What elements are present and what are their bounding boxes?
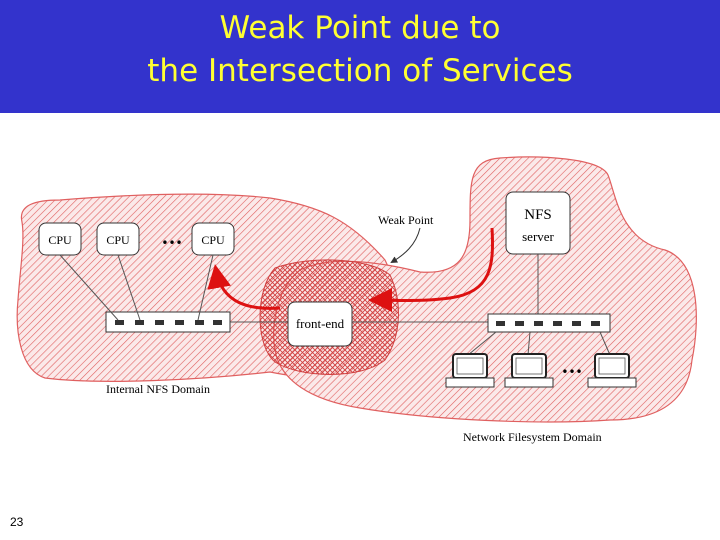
ws2-link	[527, 331, 531, 356]
slide-title-line-1: Weak Point due to	[219, 10, 501, 46]
weak-point-label: Weak Point	[378, 213, 434, 227]
ws3-link	[599, 331, 611, 356]
internal-domain-label: Internal NFS Domain	[106, 382, 210, 396]
ws1-link	[467, 331, 497, 356]
title-bar	[0, 0, 720, 113]
nfs-server-label-1: NFS	[524, 207, 552, 223]
cpu-node-3: CPU	[191, 222, 235, 256]
slide-number: 23	[10, 515, 24, 529]
workstation-2	[504, 353, 554, 388]
network-domain-label: Network Filesystem Domain	[463, 430, 602, 444]
cpu-label-1: CPU	[48, 233, 72, 247]
workstation-ellipsis: •••	[561, 365, 582, 379]
workstation-3	[587, 353, 637, 388]
arrow-frontend-to-cpu	[207, 264, 281, 310]
nfs-server-node: NFS server	[505, 191, 571, 255]
cpu-ellipsis: •••	[161, 236, 182, 250]
nfs-server-label-2: server	[522, 229, 554, 244]
arrow-nfs-to-frontend	[368, 227, 494, 313]
weak-point-pointer	[390, 227, 421, 264]
cpu-node-2: CPU	[96, 222, 140, 256]
workstation-1	[445, 353, 495, 388]
front-end-label: front-end	[296, 316, 345, 331]
internal-switch	[105, 311, 231, 333]
network-switch	[487, 313, 611, 333]
slide-title-line-2: the Intersection of Services	[147, 53, 573, 89]
cpu-label-3: CPU	[201, 233, 225, 247]
cpu2-link	[117, 254, 141, 321]
cpu1-link	[59, 254, 119, 321]
cpu-label-2: CPU	[106, 233, 130, 247]
cpu-node-1: CPU	[38, 222, 82, 256]
front-end-node: front-end	[287, 301, 353, 347]
